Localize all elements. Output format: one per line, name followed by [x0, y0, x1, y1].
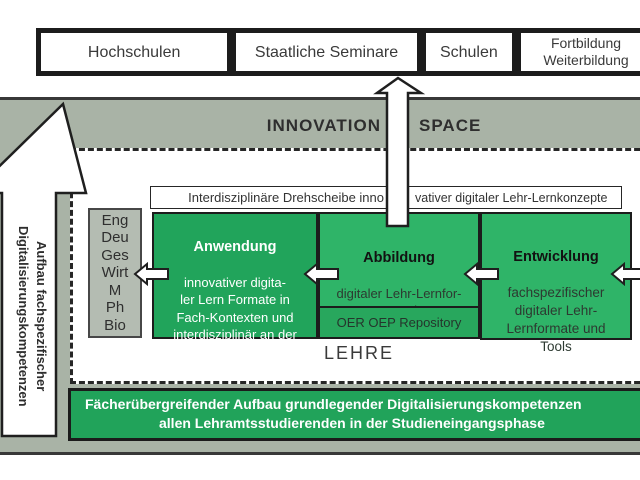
institutions-strip: Hochschulen Staatliche Seminare Schulen …: [36, 28, 640, 76]
box-entwicklung-body: fachspezifischer digitaler Lehr- Lernfor…: [506, 285, 606, 354]
box-anwendung: Anwendung innovativer digita- ler Lern F…: [152, 212, 318, 360]
left-arrow-icon-1: [133, 262, 169, 286]
bottom-banner-line2: allen Lehramtsstudierenden in der Studie…: [159, 415, 545, 431]
hub-banner-text-right: vativer digitaler Lehr-Lernkonzepte: [415, 190, 608, 205]
big-up-arrow-icon: [0, 101, 88, 438]
box-abbildung-title: Abbildung: [363, 249, 435, 266]
box-entwicklung-title: Entwicklung: [513, 249, 599, 265]
institution-hochschulen: Hochschulen: [41, 33, 228, 71]
left-arrow-icon-3: [463, 262, 499, 286]
innovation-space-title-right: SPACE: [419, 116, 482, 135]
up-arrow-icon: [373, 76, 426, 228]
left-arrow-icon-4: [610, 262, 640, 286]
institution-schulen: Schulen: [425, 33, 512, 71]
bottom-banner: Fächerübergreifender Aufbau grundlegende…: [68, 388, 640, 441]
box-entwicklung: Entwicklung fachspezifischer digitaler L…: [480, 212, 632, 354]
oer-repository-strip: OER OEP Repository: [320, 306, 478, 337]
box-anwendung-title: Anwendung: [193, 238, 277, 255]
innovation-space-title-left: INNOVATION: [266, 116, 381, 135]
box-anwendung-body: innovativer digita- ler Lern Formate in …: [173, 274, 297, 360]
institution-fortbildung-weiterbildung: Fortbildung Weiterbildung: [521, 33, 640, 71]
institution-staatliche-seminare: Staatliche Seminare: [236, 33, 417, 71]
hub-banner-text-left: Interdisziplinäre Drehscheibe inno: [188, 190, 384, 205]
big-arrow-label: Aufbau fachspezifischer Digitalisierungs…: [15, 225, 49, 407]
bottom-banner-line1: Fächerübergreifender Aufbau grundlegende…: [85, 396, 582, 412]
left-arrow-icon-2: [303, 262, 339, 286]
lehre-label: LEHRE: [323, 343, 395, 363]
box-abbildung: Abbildung digitaler Lehr-Lernfor- mate a…: [318, 212, 480, 339]
